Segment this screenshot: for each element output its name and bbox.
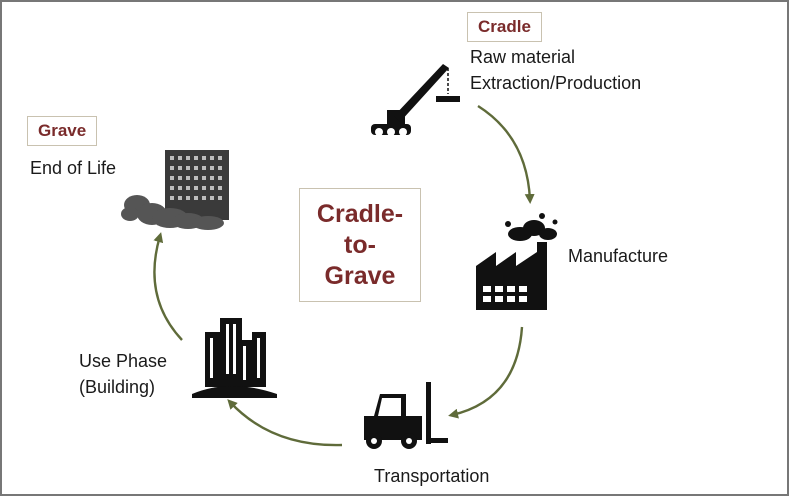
- arrow-transportation-to-use: [227, 399, 343, 447]
- factory-icon: [476, 213, 558, 310]
- cradle-tag: Cradle: [467, 12, 542, 42]
- forklift-icon: [364, 382, 448, 449]
- demolition-icon: [121, 150, 229, 230]
- use-phase-label-line1: Use Phase: [79, 351, 168, 371]
- title-line-2: to-: [344, 230, 376, 259]
- title-line-1: Cradle-: [316, 199, 404, 228]
- grave-tag: Grave: [27, 116, 98, 146]
- transportation-label: Transportation: [374, 466, 490, 486]
- title-line-3: Grave: [324, 261, 396, 290]
- arrow-manufacture-to-transportation: [448, 326, 524, 419]
- cradle-label-line2: Extraction/Production: [470, 73, 642, 93]
- arrow-use-to-grave: [153, 232, 183, 341]
- manufacture-label: Manufacture: [568, 246, 669, 266]
- arrow-cradle-to-manufacture: [477, 104, 535, 204]
- cradle-label-line1: Raw material: [470, 47, 576, 67]
- cradle-to-grave-title-box: Cradle- to- Grave: [299, 188, 421, 302]
- buildings-icon: [192, 318, 277, 398]
- use-phase-label-line2: (Building): [79, 377, 156, 397]
- crane-icon: [371, 64, 460, 136]
- grave-label: End of Life: [30, 158, 117, 178]
